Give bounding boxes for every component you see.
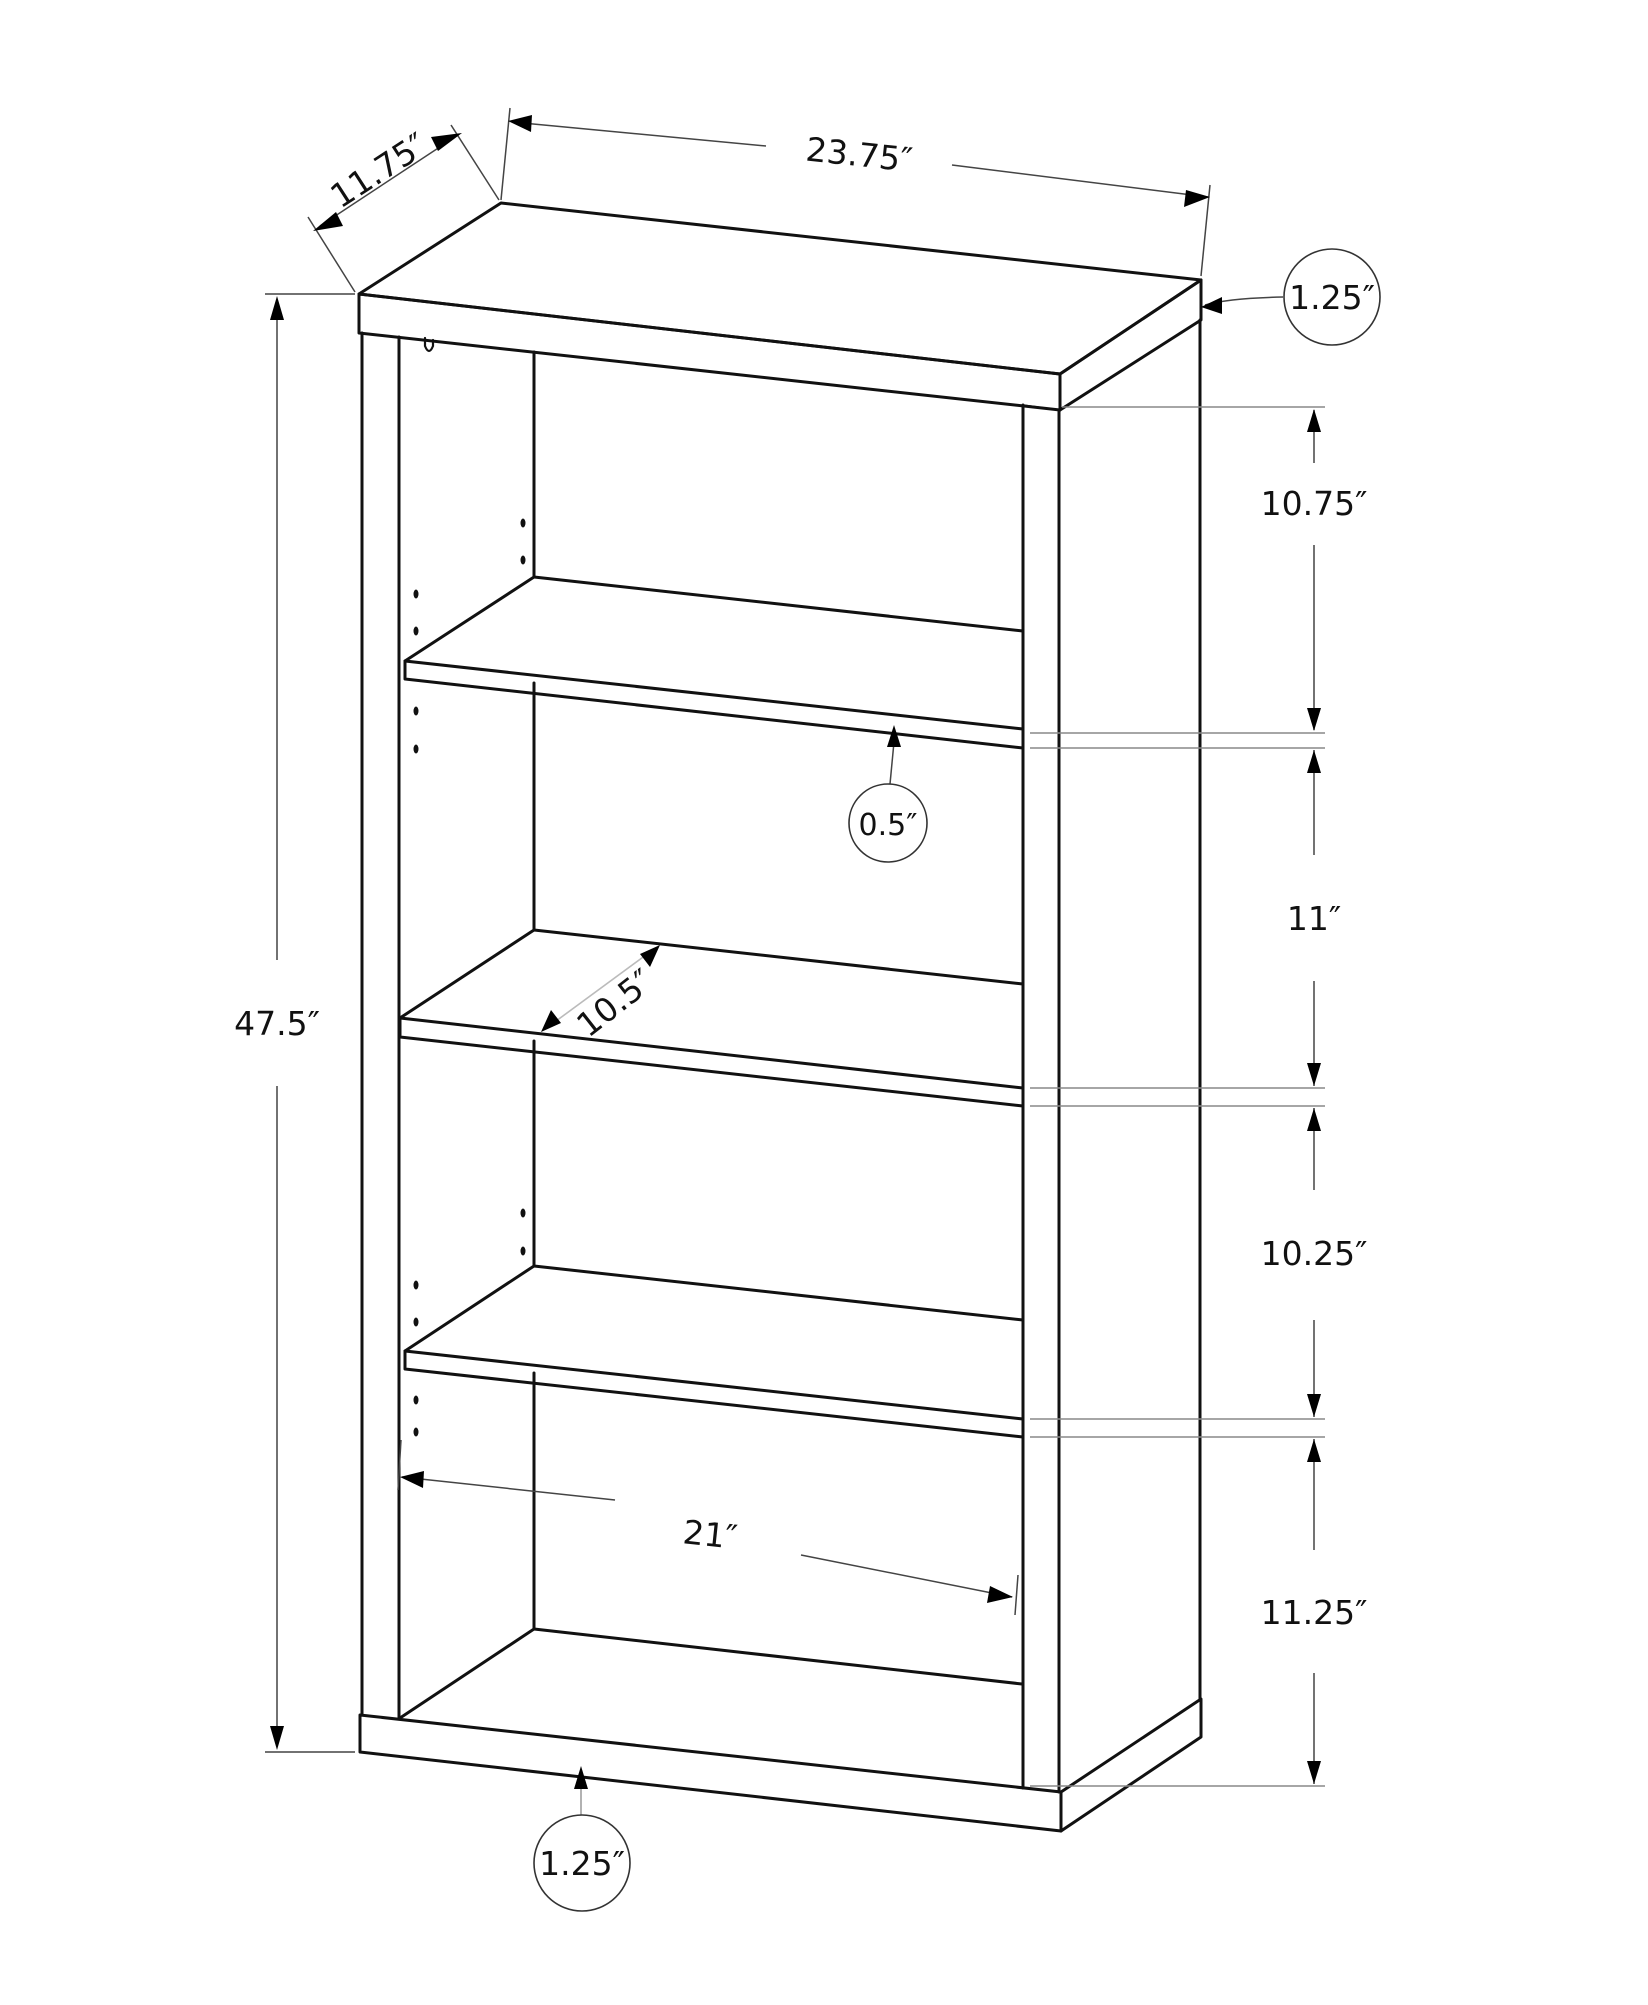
shelf-2 [398, 928, 1025, 1108]
gap-4-label: 11.25″ [1261, 1593, 1368, 1632]
height-label: 47.5″ [234, 1004, 320, 1043]
left-panel [360, 331, 435, 1720]
gap-3-label: 10.25″ [1261, 1234, 1368, 1273]
arrow-icon [508, 115, 532, 132]
gap-1-label: 10.75″ [1261, 484, 1368, 523]
arrow-icon [1201, 297, 1222, 314]
arrow-icon [270, 296, 284, 320]
arrow-icon [1307, 409, 1321, 432]
shelf-thickness-label: 0.5″ [859, 808, 918, 843]
arrow-icon [1307, 1761, 1321, 1784]
top-thickness-callout: 1.25″ [1201, 248, 1381, 346]
base-side-face [1059, 1697, 1203, 1833]
base-thickness-label: 1.25″ [539, 1844, 625, 1883]
arrow-icon [541, 1010, 561, 1032]
top-board-side-face [1058, 278, 1203, 412]
shelf-pin-holes [413, 518, 526, 1437]
shelf-gap-dimensions: 10.75″ 11″ 10.25″ 11.25″ [1030, 406, 1368, 1787]
arrow-icon [1307, 1108, 1321, 1131]
arrow-icon [1307, 1394, 1321, 1417]
arrow-icon [640, 945, 660, 967]
arrow-icon [400, 1471, 424, 1488]
shelf-depth-dimension: 10.5″ [541, 945, 661, 1045]
shelf-thickness-callout: 0.5″ [848, 725, 928, 863]
arrow-icon [313, 212, 343, 231]
inner-width-dimension: 21″ [397, 1439, 1019, 1616]
width-dimension: 23.75″ [500, 107, 1211, 277]
arrow-icon [574, 1766, 588, 1789]
top-board-front-face [357, 292, 1062, 412]
arrow-icon [1184, 190, 1210, 207]
top-thickness-label: 1.25″ [1289, 278, 1375, 317]
base-board [358, 1697, 1203, 1833]
shelf-3 [403, 1264, 1025, 1439]
right-panel [1021, 318, 1202, 1794]
dimension-annotations: 11.75″ 23.75″ 1.25″ 47.5″ [234, 107, 1381, 1912]
width-label: 23.75″ [804, 130, 914, 180]
bookcase-drawing [357, 201, 1203, 1833]
inner-width-label: 21″ [681, 1512, 739, 1556]
arrow-icon [887, 725, 901, 747]
arrow-icon [431, 133, 462, 151]
height-dimension: 47.5″ [234, 293, 355, 1753]
arrow-icon [987, 1586, 1013, 1603]
shelf-1 [403, 575, 1025, 750]
top-board [357, 201, 1203, 412]
bottom-shelf [398, 1627, 1024, 1720]
gap-2-label: 11″ [1287, 899, 1341, 938]
arrow-icon [1307, 750, 1321, 773]
arrow-icon [1307, 1063, 1321, 1086]
cam-lock-icon [423, 336, 435, 353]
arrow-icon [1307, 708, 1321, 731]
base-front-face [358, 1713, 1063, 1833]
depth-label: 11.75″ [323, 125, 434, 216]
arrow-icon [1307, 1439, 1321, 1462]
shelf-depth-label: 10.5″ [569, 961, 661, 1045]
base-thickness-callout: 1.25″ [533, 1766, 631, 1912]
arrow-icon [270, 1726, 284, 1750]
